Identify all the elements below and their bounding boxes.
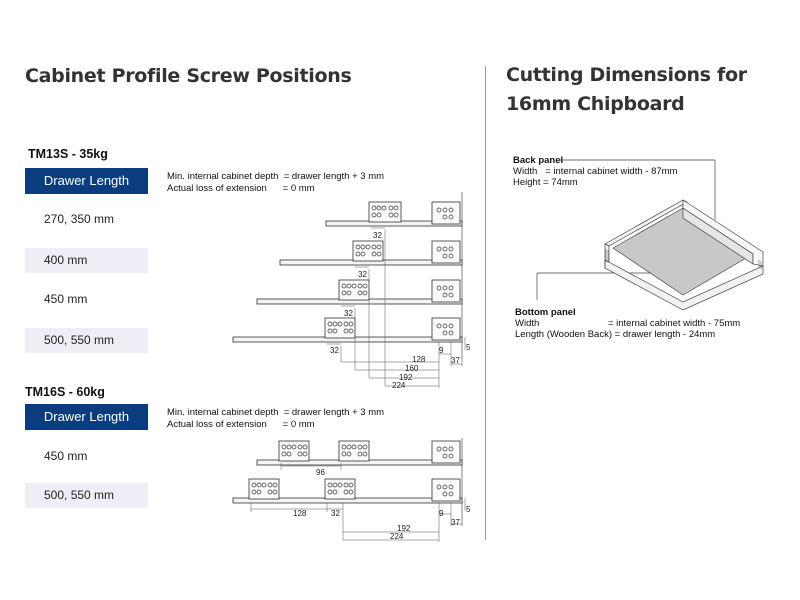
dim-label: 128 [412,355,426,364]
table-row: 270, 350 mm [44,212,115,226]
table-row: 500, 550 mm [25,483,148,508]
model-label-tm16s: TM16S - 60kg [25,385,105,399]
column-divider [485,66,486,540]
table-row: 400 mm [25,248,148,273]
right-title-line1: Cutting Dimensions for [506,64,747,86]
dim-label: 37 [451,518,460,527]
dim-label: 32 [373,231,382,240]
table-row: 500, 550 mm [25,328,148,353]
back-panel-width: Width = internal cabinet width - 87mm [513,166,678,177]
dim-label: 192 [399,373,413,382]
table-header-drawer-length: Drawer Length [25,168,148,194]
dim-label: 192 [397,524,411,533]
dim-label: 32 [331,509,340,518]
table-header-drawer-length: Drawer Length [25,404,148,430]
dim-label: 37 [451,356,460,365]
dim-label: 5 [466,505,471,514]
dim-label: 32 [344,309,353,318]
model-label-tm13s: TM13S - 35kg [28,147,108,161]
dim-label: 160 [405,364,419,373]
dim-label: 224 [392,381,406,390]
dim-label: 32 [358,270,367,279]
dim-label: 96 [316,468,325,477]
dim-label: 9 [439,509,444,518]
right-title-line2: 16mm Chipboard [506,93,685,115]
dim-label: 32 [330,346,339,355]
bottom-panel-label: Bottom panel [515,307,576,318]
runner-diagram-tm13s: 32 32 32 32 128 160 192 224 9 37 5 [232,192,471,390]
dim-label: 9 [439,346,444,355]
table-row: 450 mm [44,292,88,306]
bottom-panel-width: Width = internal cabinet width - 75mm [515,318,741,329]
table-row: 450 mm [44,449,88,463]
dim-label: 5 [466,343,471,352]
drawer-illustration [536,159,764,310]
note-loss-extension: Actual loss of extension = 0 mm [167,183,315,194]
bottom-panel-length: Length (Wooden Back) = drawer length - 2… [515,329,716,340]
dim-label: 224 [390,532,404,541]
note-min-depth: Min. internal cabinet depth = drawer len… [167,171,385,182]
note-min-depth: Min. internal cabinet depth = drawer len… [167,407,385,418]
back-panel-label: Back panel [513,155,564,166]
dim-label: 128 [293,509,307,518]
left-title: Cabinet Profile Screw Positions [25,65,352,87]
runner-diagram-tm16s: 96 128 32 192 224 9 37 5 [232,438,471,542]
note-loss-extension: Actual loss of extension = 0 mm [167,419,315,430]
back-panel-height: Height = 74mm [513,177,578,188]
